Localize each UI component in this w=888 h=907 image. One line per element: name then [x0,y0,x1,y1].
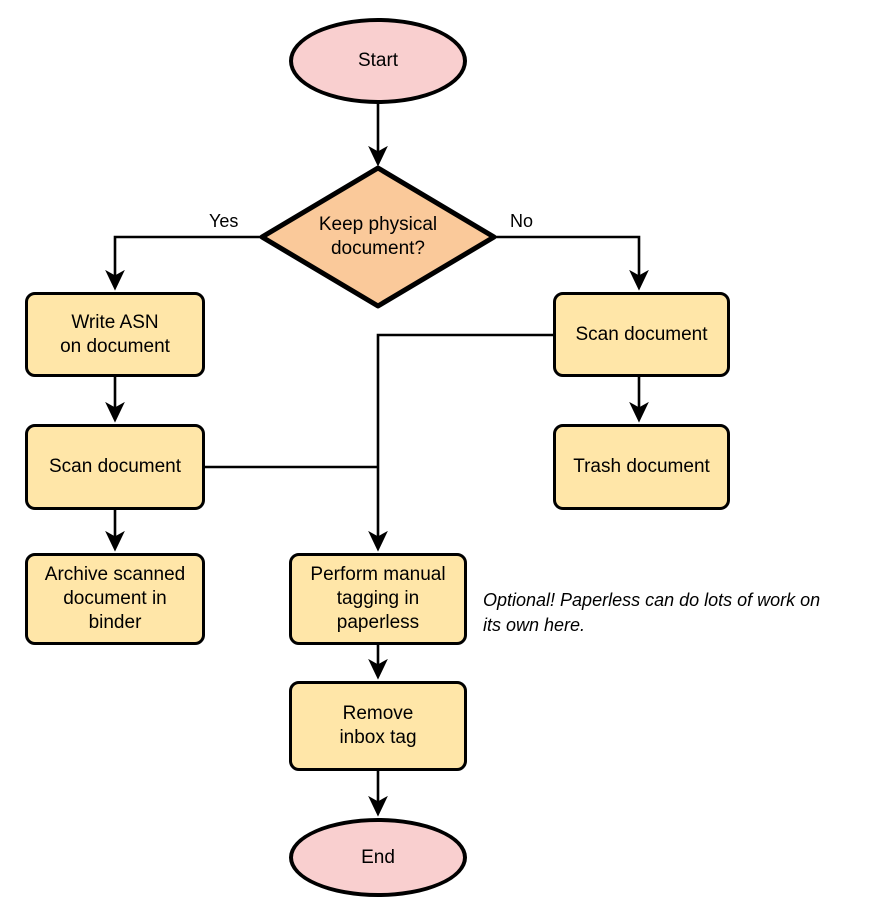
node-write-asn-label-line1: Write ASN [71,311,159,333]
node-archive-label: Archive scanned document in binder [45,563,185,635]
node-scan-document-right-label: Scan document [575,323,708,345]
annotation-optional-paperless: Optional! Paperless can do lots of work … [483,588,888,638]
annotation-line2: its own here. [483,615,586,635]
node-start-label: Start [357,50,399,71]
node-start[interactable]: Start [289,18,467,104]
node-archive-label-line3: binder [88,612,142,633]
edge-label-no: No [510,211,534,231]
node-decision-keep-physical-document[interactable]: Keep physical document? [288,168,468,306]
annotation-line1: Optional! Paperless can do lots of work … [483,590,821,610]
node-decision-label-line2: document? [330,238,425,259]
edge-label-yes: Yes [209,211,239,231]
node-perform-manual-tagging[interactable]: Perform manual tagging in paperless [289,553,467,645]
node-archive-scanned-document[interactable]: Archive scanned document in binder [25,553,205,645]
edge-decision-yes-to-write-asn [105,235,262,291]
node-tagging-label-line2: tagging in [336,588,420,609]
edge-decision-no-to-scan-right [494,235,649,291]
node-scan-document-left-label: Scan document [48,456,182,477]
node-end-label: End [361,846,395,868]
edge-scan-right-to-tagging [368,333,553,552]
node-remove-inbox-label: Remove inbox tag [339,702,416,750]
node-write-asn-label: Write ASN on document [60,311,170,359]
node-tagging-label-line1: Perform manual [310,564,446,585]
node-scan-document-left[interactable]: Scan document [25,424,205,510]
node-remove-inbox-label-line2: inbox tag [339,727,417,748]
node-remove-inbox-tag[interactable]: Remove inbox tag [289,681,467,771]
node-trash-document[interactable]: Trash document [553,424,730,510]
node-archive-label-line2: document in [63,588,167,609]
node-end[interactable]: End [289,818,467,897]
node-write-asn-label-line2: on document [60,335,170,357]
node-decision-label-line1: Keep physical [318,214,438,235]
node-archive-label-line1: Archive scanned [44,564,186,585]
node-tagging-label: Perform manual tagging in paperless [310,563,445,635]
node-decision-label: Keep physical document? [319,213,437,261]
node-tagging-label-line3: paperless [336,612,420,633]
node-trash-document-label: Trash document [573,456,710,477]
node-scan-document-right[interactable]: Scan document [553,292,730,377]
decision-diamond-shape [259,165,497,309]
node-remove-inbox-label-line1: Remove [342,703,414,724]
node-write-asn[interactable]: Write ASN on document [25,292,205,377]
